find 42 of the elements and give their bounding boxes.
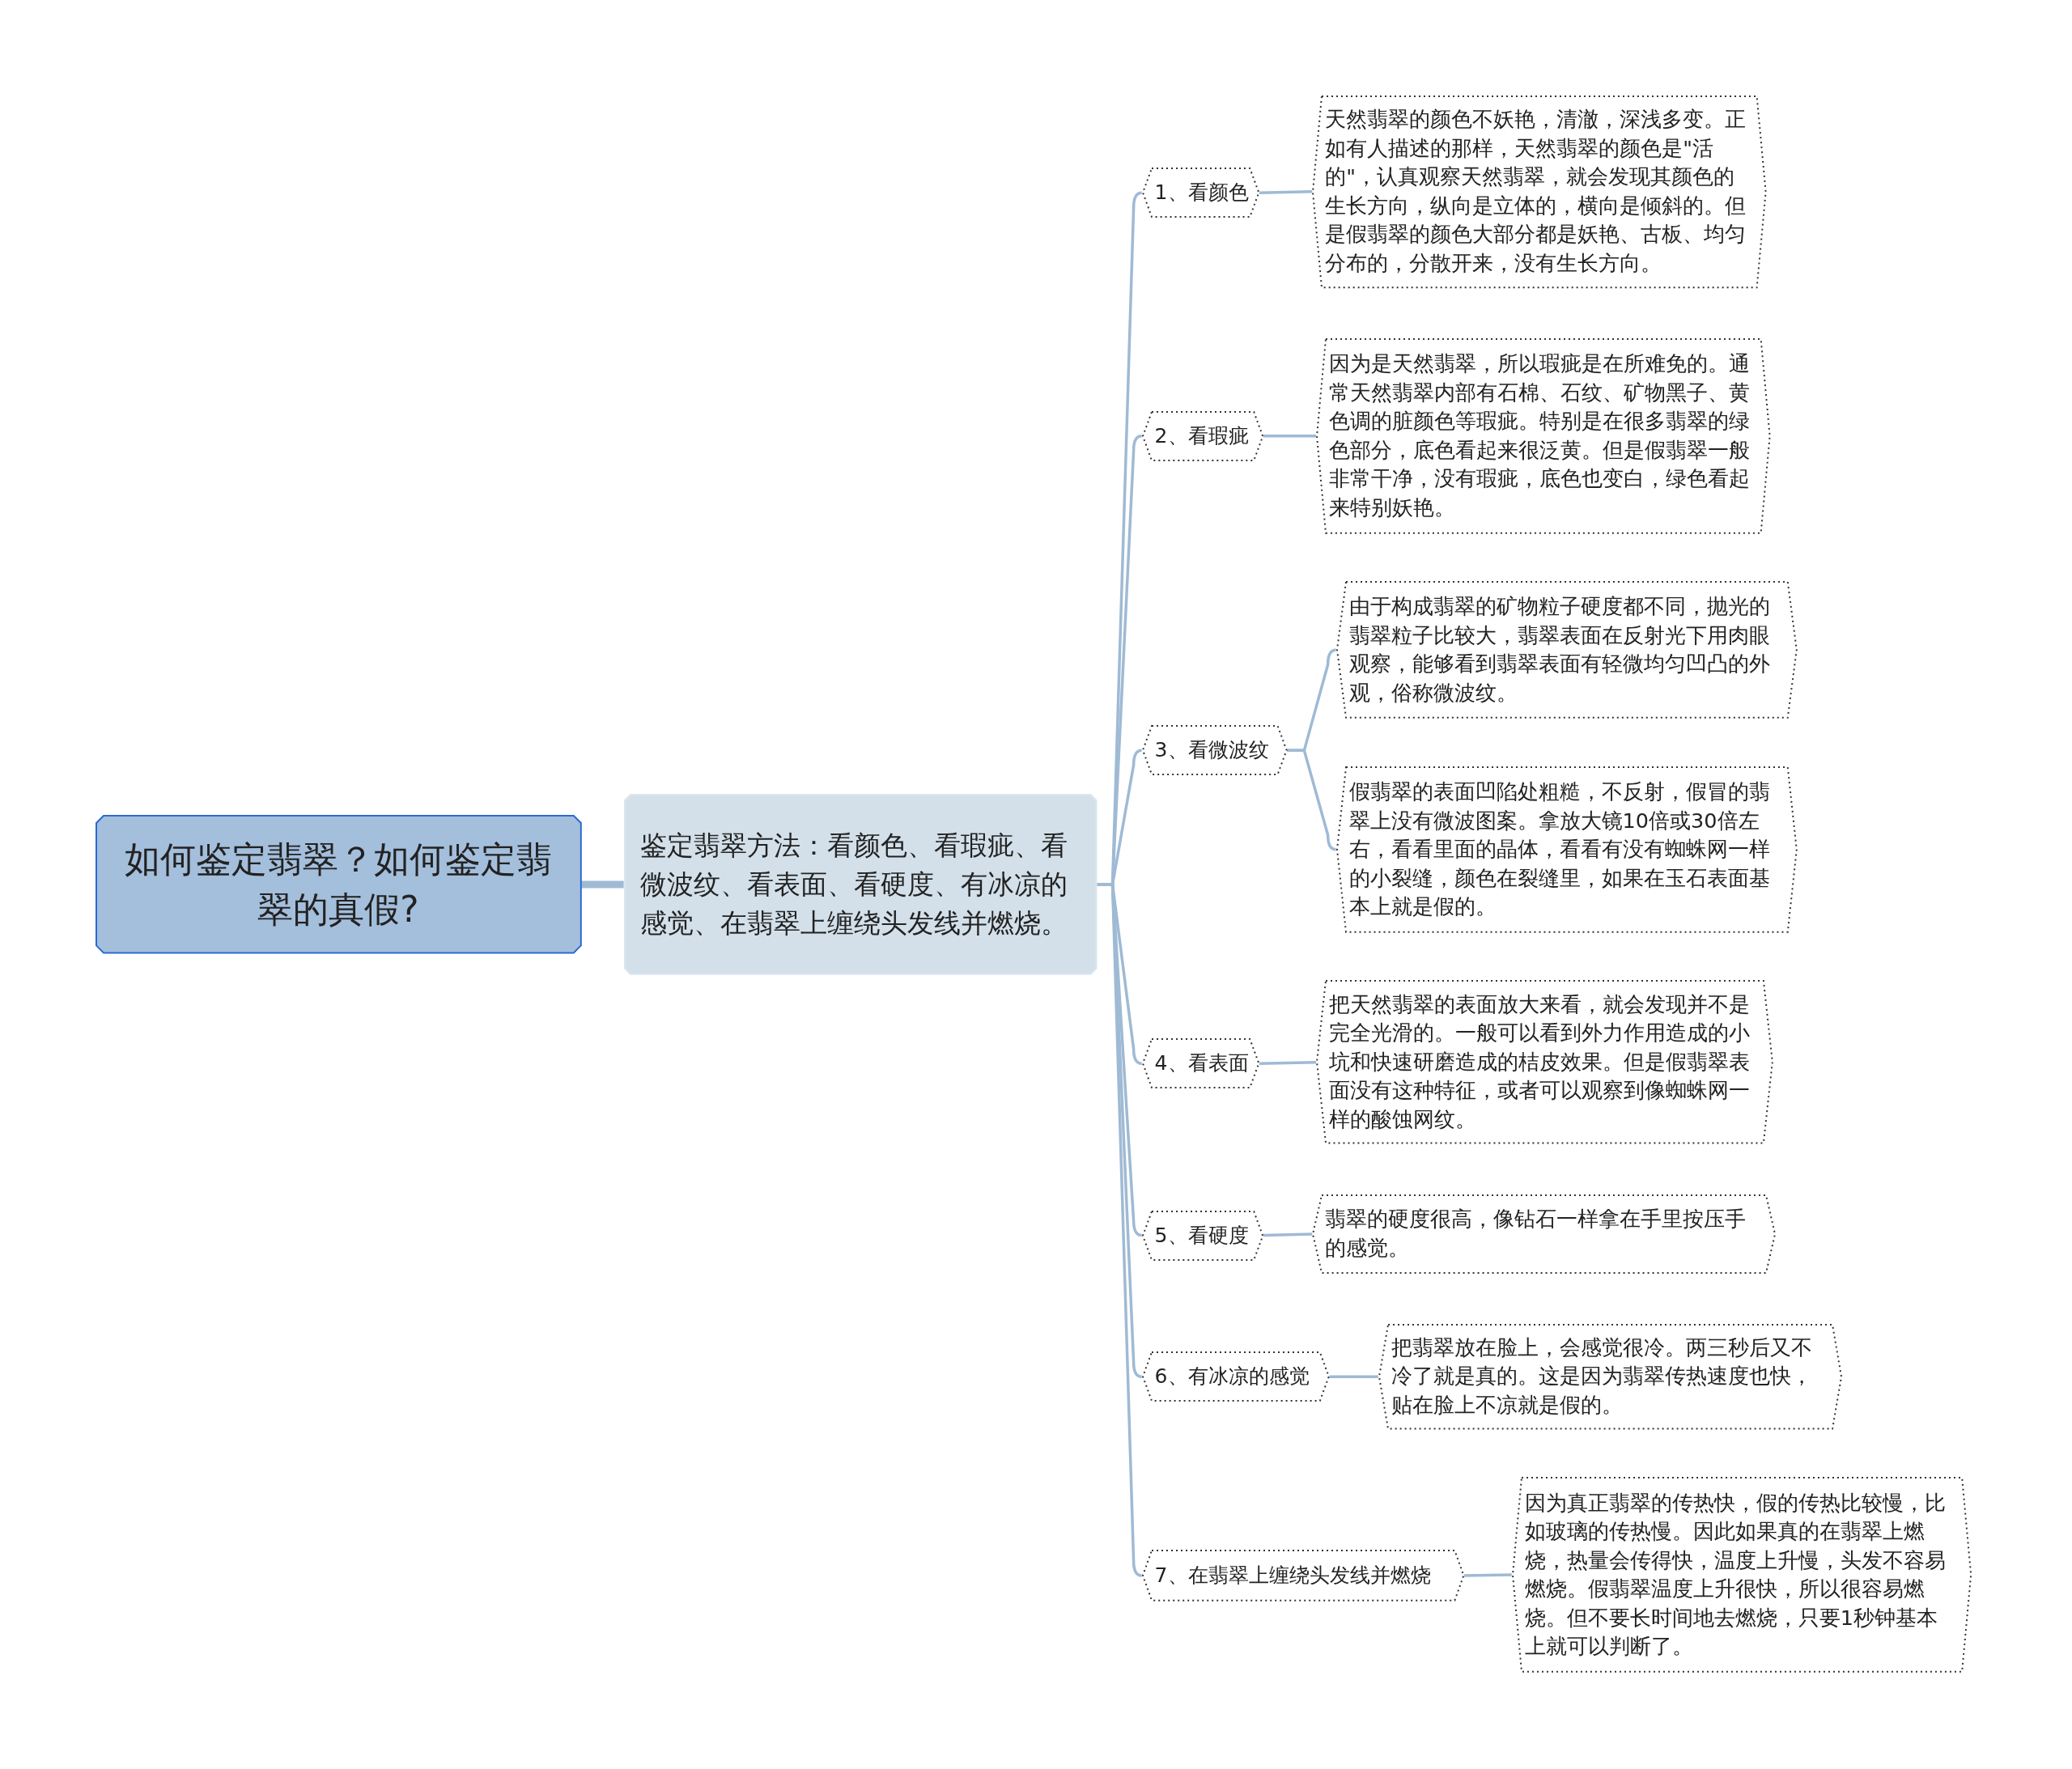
- detail-box: [1316, 980, 1773, 1144]
- branch-label: 3、看微波纹: [1154, 737, 1269, 764]
- branch-box: [1141, 1351, 1330, 1402]
- topic-title: 如何鉴定翡翠？如何鉴定翡翠的真假?: [123, 838, 553, 932]
- connector-line: [581, 880, 624, 889]
- branch-label: 5、看硬度: [1154, 1222, 1249, 1249]
- connector-line: [1259, 190, 1313, 195]
- connector-line: [1329, 1375, 1378, 1378]
- branch-label: 6、有冰凉的感觉: [1154, 1364, 1310, 1390]
- summary-box: [623, 794, 1098, 975]
- connector-line: [1463, 1573, 1512, 1577]
- description-text: 把翡翠放在脸上，会感觉很冷。两三秒后又不冷了就是真的。这是因为翡翠传热速度也快，贴在脸上不凉就是假的。: [1391, 1334, 1813, 1419]
- detail-box: [1335, 581, 1798, 719]
- detail-box: [1316, 337, 1771, 534]
- description-text: 鉴定翡翠方法：看颜色、看瑕疵、看微波纹、看表面、看硬度、有冰凉的感觉、在翡翠上缠绕头发线并燃烧。: [639, 829, 1068, 941]
- branch-box: [1141, 1210, 1263, 1261]
- branch-box: [1141, 168, 1259, 218]
- description-text: 因为是天然翡翠，所以瑕疵是在所难免的。通常天然翡翠内部有石棉、石纹、矿物黑子、黄色调的脏颜色等瑕疵。特别是在很多翡翠的绿色部分，底色看起来很泛黄。但是假翡翠一般非常干净，没有瑕疵，底色也变白，绿色看起来特别妖艳。: [1329, 350, 1751, 521]
- detail-box: [1378, 1323, 1842, 1430]
- branch-label: 2、看瑕疵: [1154, 422, 1249, 449]
- detail-box: [1312, 95, 1767, 288]
- branch-box: [1141, 725, 1288, 776]
- branch-box: [1141, 1038, 1259, 1089]
- branch-box: [1141, 410, 1263, 461]
- branch-label: 7、在翡翠上缠绕头发线并燃烧: [1154, 1562, 1431, 1589]
- branch-label: 4、看表面: [1154, 1050, 1249, 1077]
- description-text: 因为真正翡翠的传热快，假的传热比较慢，比如玻璃的传热慢。因此如果真的在翡翠上燃烧，热量会传得快，温度上升慢，头发不容易燃烧。假翡翠温度上升很快，所以很容易燃烧。但不要长时间地去燃烧，只要1秒钟基本上就可以判断了。: [1524, 1489, 1947, 1661]
- description-text: 由于构成翡翠的矿物粒子硬度都不同，抛光的翡翠粒子比较大，翡翠表面在反射光下用肉眼观察，能够看到翡翠表面有轻微均匀凹凸的外观，俗称微波纹。: [1348, 593, 1771, 706]
- topic-box: [95, 815, 582, 954]
- branch-label: 1、看颜色: [1154, 180, 1249, 206]
- connector-line: [1263, 435, 1317, 438]
- description-text: 把天然翡翠的表面放大来看，就会发现并不是完全光滑的。一般可以看到外力作用造成的小坑和快速研磨造成的桔皮效果。但是假翡翠表面没有这种特征，或者可以观察到像蜘蛛网一样的酸蚀网纹。: [1329, 991, 1751, 1133]
- connector-line: [1263, 1232, 1313, 1237]
- branch-box: [1141, 1550, 1464, 1601]
- connector-line: [1259, 1060, 1317, 1066]
- description-text: 翡翠的硬度很高，像钻石一样拿在手里按压手的感觉。: [1325, 1206, 1747, 1262]
- description-text: 假翡翠的表面凹陷处粗糙，不反射，假冒的翡翠上没有微波图案。拿放大镜10倍或30倍左右，看看里面的晶体，看看有没有蜘蛛网一样的小裂缝，颜色在裂缝里，如果在玉石表面基本上就是假的。: [1348, 778, 1771, 921]
- connector-line: [1287, 749, 1336, 851]
- detail-box: [1335, 766, 1798, 933]
- detail-box: [1312, 1194, 1777, 1274]
- description-text: 天然翡翠的颜色不妖艳，清澈，深浅多变。正如有人描述的那样，天然翡翠的颜色是"活的"，认真观察天然翡翠，就会发现其颜色的生长方向，纵向是立体的，横向是倾斜的。但是假翡翠的颜色大部分都是妖艳、古板、均匀分布的，分散开来，没有生长方向。: [1325, 106, 1747, 277]
- detail-box: [1511, 1477, 1972, 1673]
